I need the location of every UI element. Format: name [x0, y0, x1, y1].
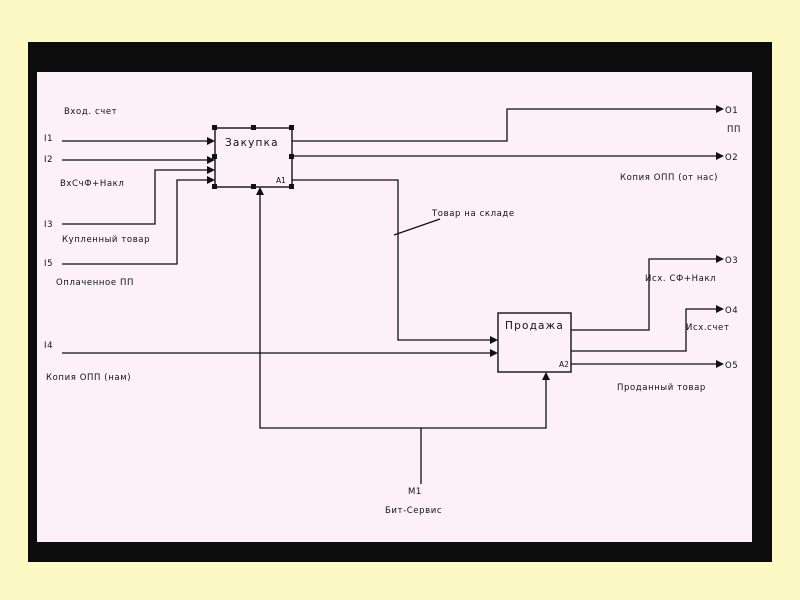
code-i2: I2	[44, 155, 53, 165]
purchase-box[interactable]: Закупка A1	[212, 125, 294, 189]
code-i3: I3	[44, 220, 53, 230]
label-i5: Оплаченное ПП	[56, 278, 134, 288]
arrow-i1[interactable]	[62, 137, 215, 145]
label-o4: Исх.счет	[686, 323, 729, 333]
label-o3: Исх. СФ+Накл	[645, 274, 716, 284]
sales-box-title: Продажа	[505, 320, 564, 332]
arrow-m1[interactable]	[256, 187, 550, 484]
sales-box[interactable]: Продажа A2	[497, 312, 572, 373]
arrow-o1[interactable]	[292, 105, 724, 142]
diagram-canvas	[37, 72, 752, 542]
purchase-box-id: A1	[276, 176, 286, 185]
arrow-i2[interactable]	[62, 156, 215, 164]
code-o4: O4	[725, 306, 738, 316]
arrow-i3[interactable]	[62, 166, 215, 225]
label-o5: Проданный товар	[617, 383, 706, 393]
arrow-o5[interactable]	[571, 360, 724, 368]
code-o2: O2	[725, 153, 738, 163]
label-i1: Вход. счет	[64, 107, 117, 117]
code-m1: M1	[408, 487, 422, 497]
arrow-o3[interactable]	[571, 255, 724, 331]
arrow-i5[interactable]	[62, 176, 215, 265]
arrow-stock[interactable]	[292, 179, 498, 344]
code-i4: I4	[44, 341, 53, 351]
label-i3: Купленный товар	[62, 235, 150, 245]
purchase-box-title: Закупка	[225, 137, 279, 149]
label-stock: Товар на складе	[431, 209, 515, 219]
code-i1: I1	[44, 134, 53, 144]
code-o1: O1	[725, 106, 738, 116]
code-o5: O5	[725, 361, 738, 371]
code-o3: O3	[725, 256, 738, 266]
arrow-i4[interactable]	[62, 349, 498, 357]
label-i2: ВхСчФ+Накл	[60, 179, 124, 189]
label-o1: ПП	[727, 125, 741, 135]
arrow-o4[interactable]	[571, 305, 724, 352]
arrow-o2[interactable]	[292, 152, 724, 160]
code-i5: I5	[44, 259, 53, 269]
label-m1: Бит-Сервис	[385, 506, 442, 516]
sales-box-id: A2	[559, 360, 569, 369]
label-o2: Копия ОПП (от нас)	[620, 173, 718, 183]
label-i4: Копия ОПП (нам)	[46, 373, 131, 383]
